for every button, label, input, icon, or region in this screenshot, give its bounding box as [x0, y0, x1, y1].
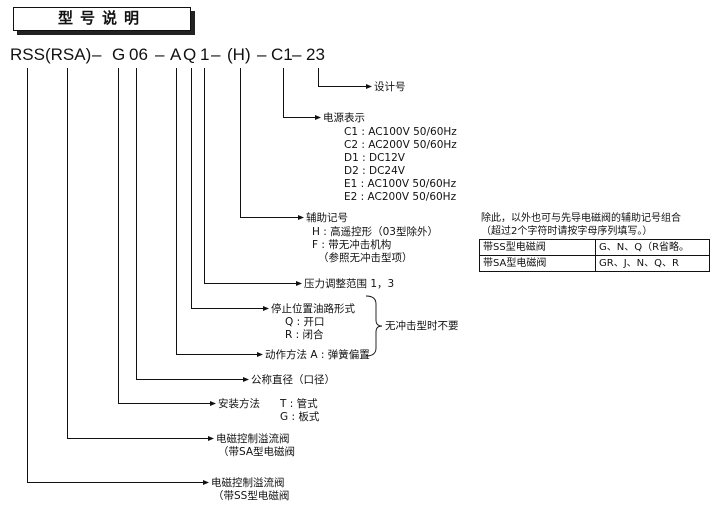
leader-aux [240, 68, 298, 218]
label-rss-line1: 电磁控制溢流阀 [211, 477, 285, 489]
code-rss-rsa: RSS(RSA) [10, 45, 92, 64]
table-row: 带SS型电磁阀 G、N、Q（R省略。 [479, 239, 710, 256]
code-dash-5: – [292, 45, 302, 64]
label-stop-heading: 停止位置油路形式 [271, 303, 355, 315]
page-title: 型号说明 [13, 7, 191, 31]
code-q: Q [183, 45, 197, 64]
power-item: C1 : AC100V 50/60Hz [344, 126, 457, 138]
brace [365, 295, 383, 357]
power-item: D2 : DC24V [344, 165, 405, 177]
leader-action [176, 68, 257, 355]
label-design-no: 设计号 [374, 81, 406, 93]
code-dash-1: – [92, 45, 102, 64]
label-nominal: 公称直径（口径） [251, 374, 335, 386]
label-action: 动作方法 A : 弹簧偏置 [265, 349, 370, 361]
combo-note2: （超过2个字符时请按字母序列填写。） [481, 226, 653, 237]
label-rss-line2: （带SS型电磁阀 [213, 490, 290, 502]
power-item: E2 : AC200V 50/60Hz [344, 191, 457, 203]
label-aux-f: F : 带无冲击机构 [312, 239, 392, 251]
label-mount-heading: 安装方法 [218, 398, 260, 410]
leader-rsa [67, 68, 208, 439]
label-aux-f-note: （参照无冲击型项） [318, 252, 413, 264]
code-1: 1 [200, 45, 210, 64]
power-item: D1 : DC12V [344, 152, 405, 164]
label-aux-h: H : 高遥控形（03型除外） [312, 226, 438, 238]
label-stop-r: R : 闭合 [285, 329, 324, 341]
table-cell: G、N、Q（R省略。 [595, 239, 710, 256]
combo-table: 带SS型电磁阀 G、N、Q（R省略。 带SA型电磁阀 GR、J、N、Q、R [479, 239, 710, 272]
leader-power [283, 68, 315, 118]
leader-design-no [318, 68, 366, 87]
power-item: E1 : AC100V 50/60Hz [344, 178, 457, 190]
label-aux-heading: 辅助记号 [306, 212, 348, 224]
leader-pressure [204, 68, 296, 284]
code-dash-2: – [155, 45, 165, 64]
label-stop-q: Q : 开口 [285, 316, 325, 328]
leader-stop [191, 68, 263, 309]
label-rsa-line1: 电磁控制溢流阀 [216, 433, 290, 445]
combo-note1: 除此，以外也可与先导电磁阀的辅助记号组合 [481, 213, 681, 224]
leader-rss [27, 68, 203, 483]
code-dash-3: – [211, 45, 221, 64]
power-list: C1 : AC100V 50/60Hz C2 : AC200V 50/60Hz … [344, 126, 457, 204]
label-mount-t: T : 管式 [280, 398, 318, 410]
code-06: 06 [129, 45, 148, 64]
code-h: (H) [227, 45, 251, 64]
code-23: 23 [306, 45, 325, 64]
code-a: A [170, 45, 182, 64]
label-no-shock: 无冲击型时不要 [385, 320, 459, 332]
table-cell: 带SA型电磁阀 [479, 255, 596, 272]
leader-mount [118, 68, 210, 404]
label-rsa-line2: （带SA型电磁阀 [218, 446, 296, 458]
power-item: C2 : AC200V 50/60Hz [344, 139, 457, 151]
code-c1: C1 [271, 45, 293, 64]
leader-nominal [136, 68, 243, 380]
code-dash-4: – [257, 45, 267, 64]
label-power-heading: 电源表示 [323, 112, 365, 124]
label-pressure: 压力调整范围 1，3 [304, 278, 395, 290]
table-row: 带SA型电磁阀 GR、J、N、Q、R [479, 255, 710, 272]
table-cell: 带SS型电磁阀 [479, 239, 596, 256]
table-cell: GR、J、N、Q、R [595, 255, 710, 272]
code-g: G [112, 45, 126, 64]
label-mount-g: G : 板式 [280, 411, 320, 423]
